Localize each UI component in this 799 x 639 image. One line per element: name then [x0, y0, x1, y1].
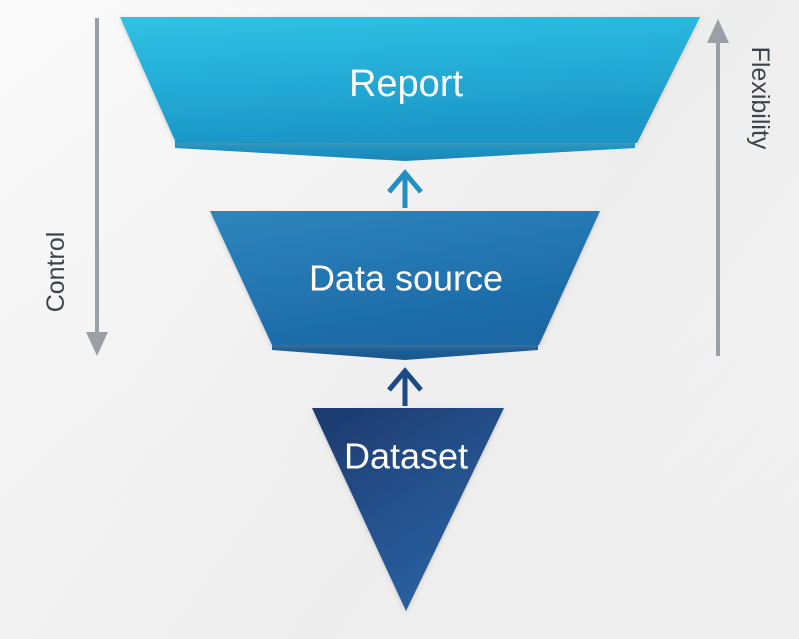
- stage-dataset[interactable]: Dataset: [312, 408, 504, 611]
- report-fold-band: [175, 140, 635, 161]
- data-source-fold-band: [272, 342, 538, 360]
- report-label: Report: [349, 63, 463, 105]
- connector-upper-arrowhead-icon: [387, 169, 423, 194]
- flexibility-axis: Flexibility: [707, 19, 774, 356]
- control-axis-arrowhead-down-icon: [86, 332, 108, 356]
- control-axis-label: Control: [42, 232, 70, 313]
- dataset-shape[interactable]: [312, 408, 504, 611]
- stage-report[interactable]: Report: [120, 17, 700, 161]
- control-axis: Control: [42, 18, 108, 356]
- dataset-label: Dataset: [344, 436, 468, 477]
- data-source-shape[interactable]: [210, 211, 600, 345]
- stage-data-source[interactable]: Data source: [210, 211, 600, 360]
- connector-lower-arrowhead-icon: [387, 367, 423, 392]
- report-shape[interactable]: [120, 17, 700, 143]
- connector-data-source-to-report: [387, 169, 423, 208]
- flexibility-axis-arrowhead-up-icon: [707, 19, 729, 43]
- flexibility-axis-label: Flexibility: [746, 47, 774, 150]
- data-source-label: Data source: [309, 258, 503, 299]
- connector-dataset-to-data-source: [387, 367, 423, 406]
